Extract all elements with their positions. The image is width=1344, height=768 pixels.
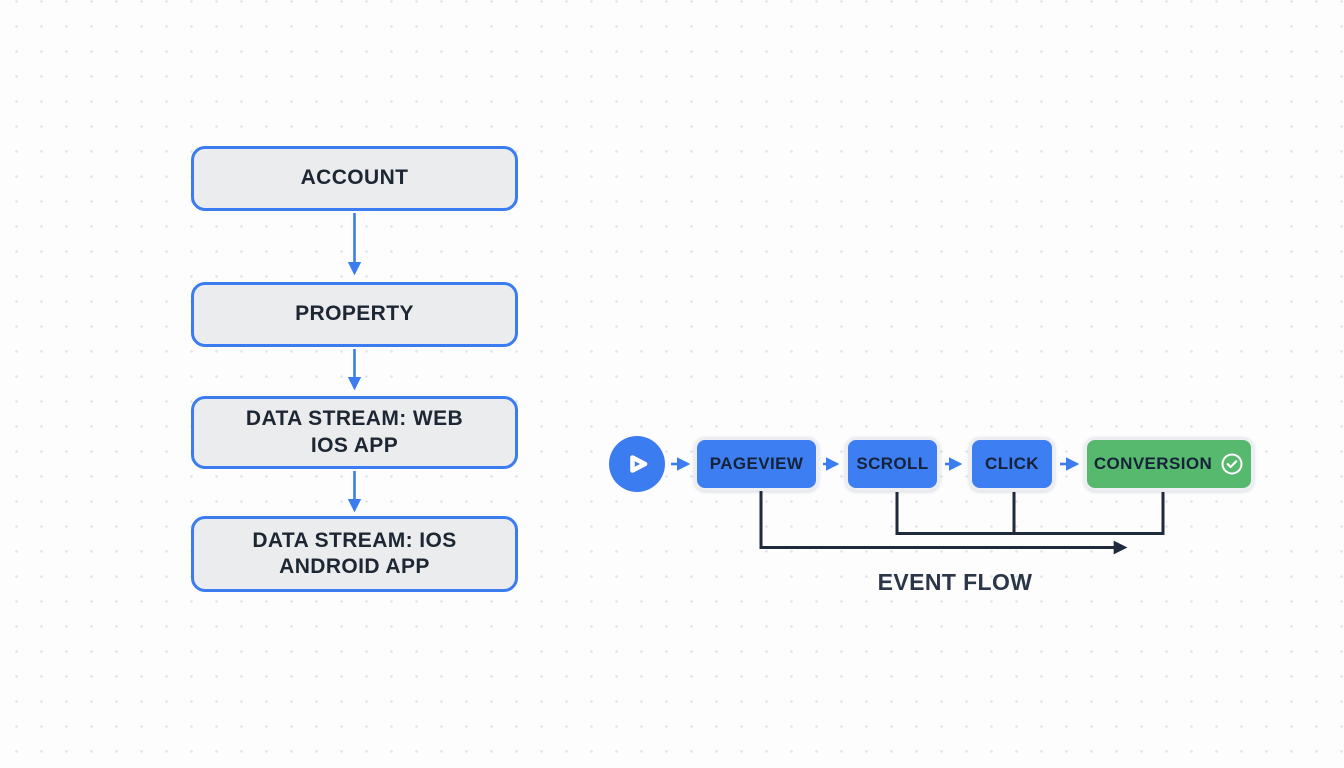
node-account: ACCOUNT [191,146,518,211]
event-step-label: CONVERSION [1093,454,1213,473]
node-label: DATA STREAM: IOS [252,528,457,552]
node-data-stream-ios: DATA STREAM: IOS ANDROID APP [191,516,518,592]
event-step-label: PAGEVIEW [709,454,804,473]
node-label-line2: IOS APP [310,433,399,457]
node-data-stream-web: DATA STREAM: WEB IOS APP [191,396,518,469]
node-label-line2: ANDROID APP [279,555,430,578]
event-step-click: CLICK [969,437,1055,491]
event-step-pageview: PAGEVIEW [694,437,819,491]
play-button [609,436,665,492]
node-label: DATA STREAM: WEB [245,407,464,431]
node-property: PROPERTY [191,282,518,347]
node-label: ACCOUNT [300,166,409,190]
node-label: PROPERTY [295,302,414,326]
event-step-label: SCROLL [856,454,929,473]
event-step-conversion: CONVERSION [1084,437,1254,491]
event-flow-caption: EVENT FLOW [877,569,1033,595]
event-step-scroll: SCROLL [845,437,940,491]
event-flow-lines [759,491,1165,555]
play-icon [630,455,648,473]
event-step-label: CLICK [985,454,1039,473]
check-circle-icon [1221,453,1243,475]
